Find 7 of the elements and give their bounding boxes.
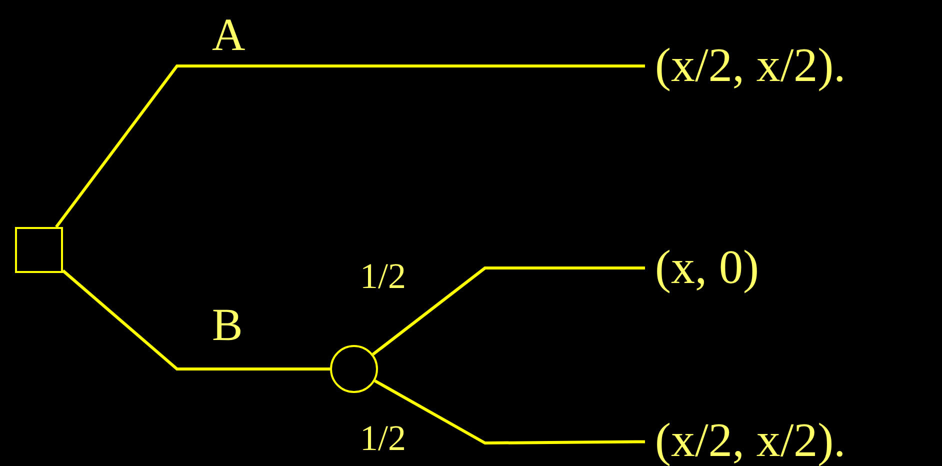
tree-branch [62,270,330,370]
payoff-text: (x, 0) [655,244,759,292]
payoff-text: (x/2, x/2). [655,42,846,90]
tree-branch [372,266,645,356]
payoff-text: (x/2, x/2). [655,416,846,464]
tree-branch [55,64,645,228]
tree-branch [374,380,646,444]
